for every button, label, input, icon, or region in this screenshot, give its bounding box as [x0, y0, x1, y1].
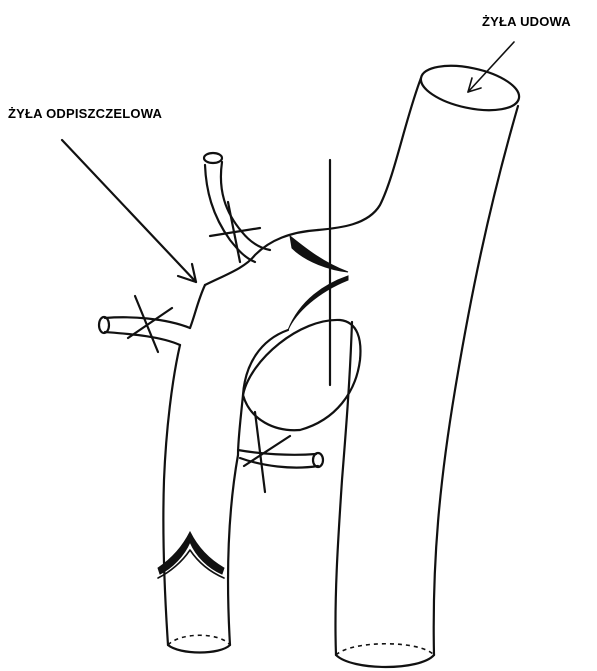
femoral-vein: [318, 58, 523, 667]
femoral-vein-bottom-rim: [336, 655, 434, 667]
saphenous-vein-bottom-rim-hidden: [168, 635, 230, 645]
femoral-vein-bottom-rim-hidden: [336, 644, 434, 655]
saphenous-arch-left-wall: [190, 285, 205, 328]
tributary-upper-end: [204, 153, 222, 163]
tributary-right-upper-wall: [238, 450, 316, 455]
femoral-vein-top-opening: [417, 58, 523, 118]
tributary-left: [99, 296, 190, 352]
great-saphenous-vein: [163, 230, 318, 653]
saphenofemoral-junction-valve: [288, 236, 348, 330]
tributary-right-end: [313, 453, 323, 467]
saphenous-arch-upper-wall: [205, 230, 318, 285]
saphenous-arrow-shaft: [62, 140, 196, 282]
tributary-right: [238, 412, 323, 492]
tributary-left-lower-wall: [105, 332, 180, 345]
femoral-vein-left-upper-wall: [318, 78, 421, 230]
terminal-valve-bulge: [243, 320, 360, 430]
tributary-left-ligature-b: [135, 296, 158, 352]
junction-valve-upper-leaflet: [290, 236, 348, 272]
femoral-arrow-shaft: [468, 42, 514, 92]
lower-valve-cusps: [158, 532, 224, 574]
tributary-left-end: [99, 317, 109, 333]
saphenous-vein-right-wall: [228, 330, 288, 645]
tributary-upper: [204, 153, 270, 262]
femoral-vein-arrow: [468, 42, 514, 92]
saphenous-vein-bottom-rim: [168, 645, 230, 653]
tributary-right-lower-wall: [240, 458, 318, 468]
lower-valve: [158, 532, 224, 578]
femoral-vein-right-wall: [434, 106, 518, 655]
saphenous-vein-arrow: [62, 140, 196, 282]
saphenous-vein-left-wall: [163, 345, 180, 645]
femoral-vein-left-lower-wall: [335, 322, 352, 655]
terminal-valve: [243, 320, 360, 430]
